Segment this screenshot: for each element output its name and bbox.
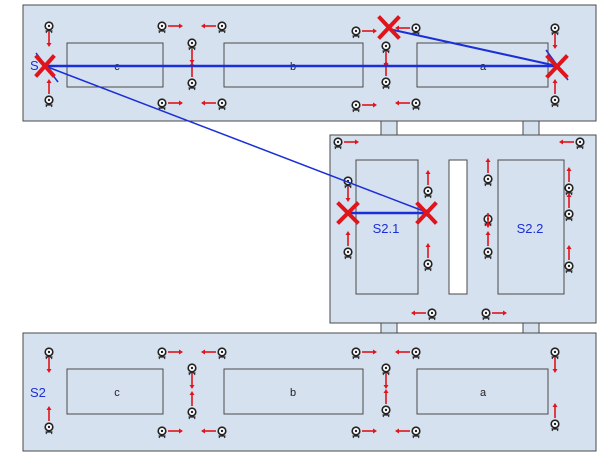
box-s2-1 bbox=[355, 159, 419, 295]
box-a-bottom bbox=[416, 368, 549, 415]
cross-marker bbox=[336, 201, 360, 225]
box-label: c bbox=[114, 387, 120, 399]
connector bbox=[522, 321, 540, 335]
cross-marker bbox=[377, 15, 401, 40]
route-lines bbox=[35, 28, 569, 217]
area-label-s2: S2 bbox=[30, 385, 46, 400]
slot bbox=[448, 159, 468, 295]
sensor-icon bbox=[483, 212, 493, 229]
top-panel: c b a S bbox=[22, 4, 597, 122]
box-label-s2-2: S2.2 bbox=[517, 221, 544, 236]
box-label-s2-1: S2.1 bbox=[373, 221, 400, 236]
middle-panel: S2.1 S2.2 bbox=[329, 134, 597, 324]
cross-marker bbox=[545, 54, 569, 79]
box-s2-2 bbox=[497, 159, 565, 295]
box-label: b bbox=[290, 387, 296, 399]
box-label: a bbox=[480, 387, 487, 399]
bottom-panel: c b a S2 bbox=[22, 332, 597, 452]
box-b-bottom bbox=[223, 368, 364, 415]
route-line bbox=[44, 65, 427, 213]
area-label-s: S bbox=[30, 58, 39, 73]
cross-marker bbox=[415, 201, 438, 225]
box-c-bottom bbox=[66, 368, 164, 415]
cross-marker bbox=[34, 54, 56, 78]
connector bbox=[380, 321, 398, 335]
route-line bbox=[388, 28, 558, 67]
